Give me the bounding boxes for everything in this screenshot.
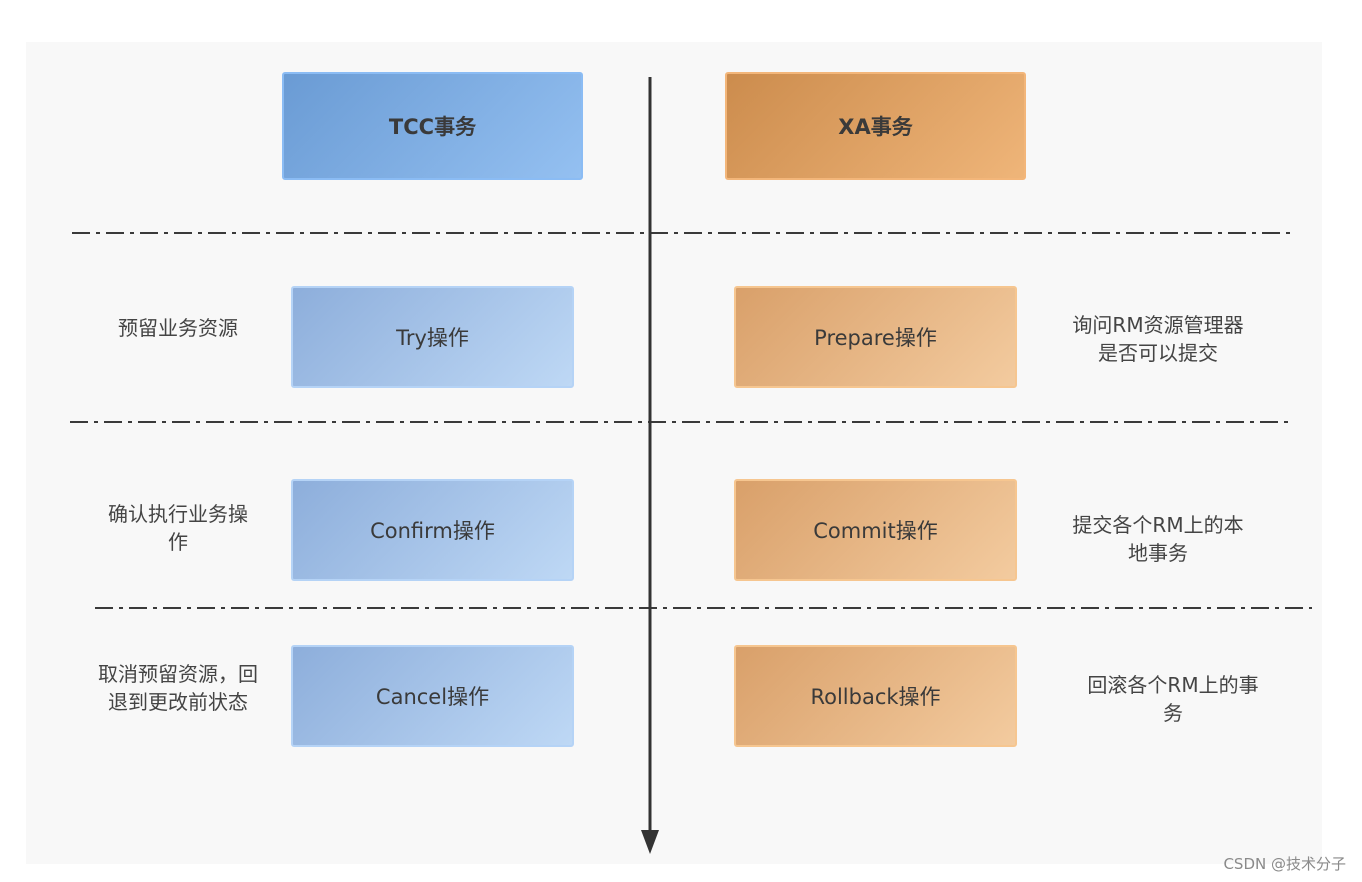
xa-header-label: XA事务: [838, 115, 913, 139]
diagram-panel: [26, 42, 1322, 864]
rollback-note: 回滚各个RM上的事 务: [1062, 671, 1284, 727]
prepare-note-line-1: 询问RM资源管理器: [1072, 313, 1244, 337]
confirm-label: Confirm操作: [370, 519, 495, 543]
try-label: Try操作: [396, 326, 469, 350]
prepare-note-line-2: 是否可以提交: [1098, 341, 1218, 365]
try-note: 预留业务资源: [88, 314, 268, 342]
tcc-header-box: TCC事务: [282, 72, 583, 180]
watermark-text: CSDN @技术分子: [1223, 855, 1346, 873]
cancel-box: Cancel操作: [291, 645, 574, 747]
cancel-note-line-2: 退到更改前状态: [108, 690, 248, 714]
rollback-box: Rollback操作: [734, 645, 1017, 747]
rollback-note-line-1: 回滚各个RM上的事: [1087, 673, 1259, 697]
prepare-box: Prepare操作: [734, 286, 1017, 388]
cancel-label: Cancel操作: [375, 685, 490, 709]
rollback-label: Rollback操作: [810, 685, 941, 709]
time-axis-arrowhead: [641, 830, 659, 854]
prepare-label: Prepare操作: [814, 326, 937, 350]
confirm-note-line-2: 作: [168, 530, 188, 554]
cancel-note: 取消预留资源，回 退到更改前状态: [80, 660, 276, 716]
confirm-note-line-1: 确认执行业务操: [108, 502, 248, 526]
commit-note: 提交各个RM上的本 地事务: [1048, 511, 1268, 567]
commit-note-line-1: 提交各个RM上的本: [1072, 513, 1244, 537]
commit-note-line-2: 地事务: [1128, 541, 1188, 565]
cancel-note-line-1: 取消预留资源，回: [98, 662, 258, 686]
prepare-note: 询问RM资源管理器 是否可以提交: [1048, 311, 1268, 367]
tcc-header-label: TCC事务: [388, 115, 477, 139]
commit-box: Commit操作: [734, 479, 1017, 581]
try-box: Try操作: [291, 286, 574, 388]
rollback-note-line-2: 务: [1163, 701, 1183, 725]
commit-label: Commit操作: [813, 519, 938, 543]
xa-header-box: XA事务: [725, 72, 1026, 180]
confirm-box: Confirm操作: [291, 479, 574, 581]
confirm-note: 确认执行业务操 作: [86, 500, 270, 556]
try-note-line-1: 预留业务资源: [118, 316, 238, 340]
